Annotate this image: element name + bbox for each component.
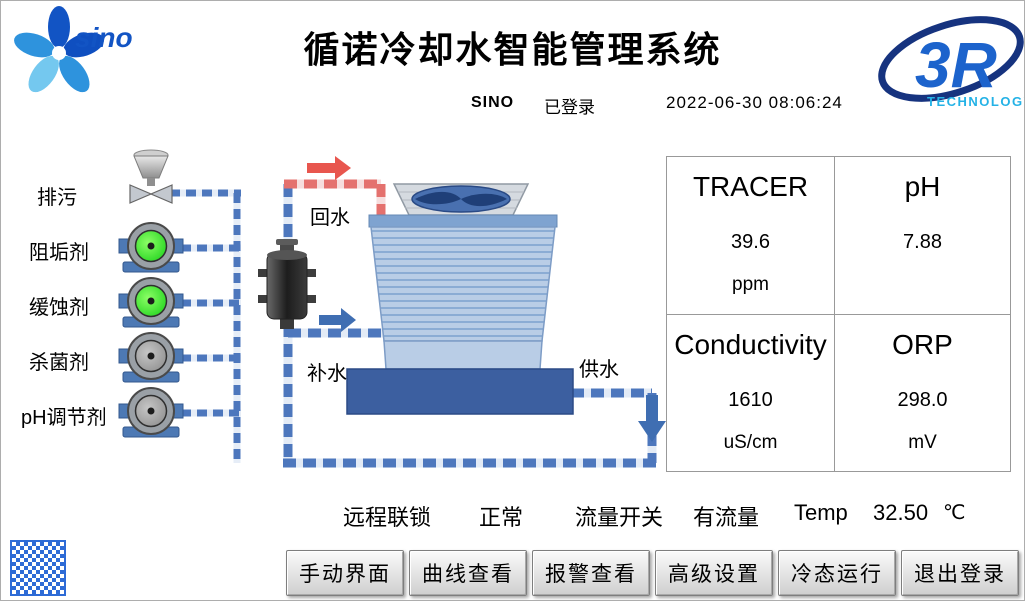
temp-value: 32.50	[873, 500, 929, 525]
sino-logo: sino	[14, 6, 133, 93]
cooling-tower-icon	[346, 183, 574, 415]
readings-panel: TRACER 39.6 ppm pH 7.88 Conductivity 161…	[666, 156, 1011, 472]
label-blowdown: 排污	[37, 187, 77, 209]
reading-orp: ORP 298.0 mV	[835, 315, 1010, 471]
dosing-pipes	[170, 189, 241, 463]
reading-title: TRACER	[692, 171, 809, 202]
remote-interlock-value: 正常	[479, 505, 524, 530]
logged-in-user: SINO	[471, 94, 515, 111]
reading-title: pH	[904, 171, 941, 202]
advanced-settings-button[interactable]: 高级设置	[655, 550, 773, 596]
page-title: 循诺冷却水智能管理系统	[303, 29, 722, 70]
temp-unit: ℃	[943, 502, 966, 524]
button-bar: 手动界面 曲线查看 报警查看 高级设置 冷态运行 退出登录	[286, 550, 1019, 596]
blowdown-valve-icon	[129, 149, 173, 204]
filter-icon	[258, 239, 316, 329]
datetime: 2022-06-30 08:06:24	[666, 93, 843, 112]
temp-label: Temp	[794, 500, 848, 525]
fan-icon	[411, 185, 511, 213]
pump-ph-regulator-icon	[118, 387, 184, 438]
label-biocide: 杀菌剂	[29, 352, 89, 374]
supply-flow-arrow-icon	[638, 395, 666, 442]
qr-code-icon	[10, 540, 66, 596]
curve-view-button[interactable]: 曲线查看	[409, 550, 527, 596]
reading-unit: mV	[908, 432, 937, 453]
3r-logo: 3R TECHNOLOGY	[878, 16, 1025, 109]
logout-button[interactable]: 退出登录	[901, 550, 1019, 596]
reading-ph: pH 7.88	[835, 157, 1010, 315]
sino-logo-text: sino	[75, 22, 133, 53]
reading-value: 39.6	[731, 231, 770, 253]
3r-logo-subtext: TECHNOLOGY	[927, 94, 1025, 109]
label-makeup-water: 补水	[307, 363, 347, 385]
remote-interlock-label: 远程联锁	[343, 505, 432, 530]
cold-run-button[interactable]: 冷态运行	[778, 550, 896, 596]
reading-conductivity: Conductivity 1610 uS/cm	[667, 315, 835, 471]
login-status: 已登录	[544, 98, 595, 117]
label-scale-inhibitor: 阻垢剂	[29, 242, 89, 264]
label-ph-regulator: pH调节剂	[21, 407, 107, 429]
return-flow-arrow-icon	[307, 156, 351, 180]
reading-tracer: TRACER 39.6 ppm	[667, 157, 835, 315]
pump-biocide-icon	[118, 332, 184, 383]
alarm-view-button[interactable]: 报警查看	[532, 550, 650, 596]
reading-unit: ppm	[732, 274, 769, 295]
label-return-water: 回水	[310, 207, 350, 229]
reading-title: Conductivity	[674, 329, 827, 360]
reading-value: 1610	[728, 389, 773, 411]
manual-screen-button[interactable]: 手动界面	[286, 550, 404, 596]
reading-value: 7.88	[903, 231, 942, 253]
label-supply-water: 供水	[579, 359, 619, 381]
flow-switch-value: 有流量	[693, 505, 760, 530]
reading-unit: uS/cm	[723, 432, 778, 453]
pump-scale-inhibitor-icon	[118, 222, 184, 273]
pump-corrosion-inhibitor-icon	[118, 277, 184, 328]
tower-basin	[346, 368, 574, 415]
flow-switch-label: 流量开关	[575, 505, 664, 530]
label-corrosion-inhibitor: 缓蚀剂	[29, 297, 89, 319]
reading-title: ORP	[892, 329, 953, 360]
reading-value: 298.0	[897, 389, 948, 411]
3r-logo-text: 3R	[915, 29, 997, 101]
makeup-flow-arrow-icon	[319, 308, 356, 332]
